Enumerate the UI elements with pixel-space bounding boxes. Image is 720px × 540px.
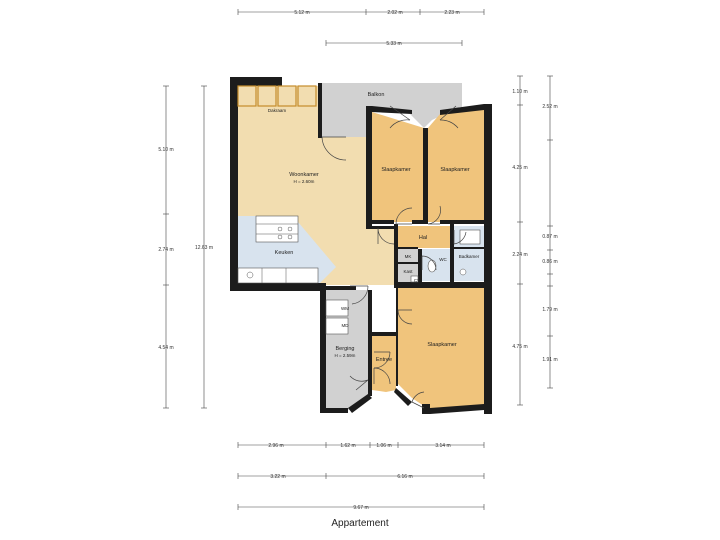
label-wm: WM <box>341 306 349 311</box>
label-woonkamer-height: H = 2.60m <box>294 179 315 184</box>
door-bathroom <box>453 230 467 245</box>
label-mk: MK <box>405 254 412 259</box>
label-berging-height: H = 2.59m <box>335 353 356 358</box>
label-cv: CV <box>414 278 420 283</box>
entrance-fill <box>372 336 396 392</box>
shower-drain-icon <box>459 268 467 276</box>
dim-bottom-total: 9.67 m <box>353 505 368 511</box>
dim-right-4: 4.75 m <box>512 344 527 350</box>
walls <box>230 77 492 414</box>
label-entree: Entree <box>376 357 392 363</box>
dryer <box>325 317 349 335</box>
dim-right-3: 2.24 m <box>512 252 527 258</box>
dim-right2-1: 2.52 m <box>542 104 557 110</box>
door-storage <box>349 375 369 391</box>
dim-right-1: 1.10 m <box>512 89 527 95</box>
door-balcony <box>321 136 347 161</box>
label-slaapkamer-3: Slaapkamer <box>427 342 457 348</box>
dim-top-1: 5.12 m <box>294 10 309 16</box>
mk-fill <box>398 249 418 263</box>
label-dakraam: Dakraam <box>268 108 287 113</box>
door-hal <box>377 227 395 245</box>
dakraam-windows <box>237 85 317 107</box>
dim-bottom-4: 3.14 m <box>435 443 450 449</box>
label-badkamer: Badkamer <box>459 254 480 259</box>
bedroom-1-fill <box>372 112 424 222</box>
toilet-icon <box>427 259 437 273</box>
stove-burner-icon <box>277 234 283 240</box>
label-md: MD <box>342 323 350 328</box>
door-wc <box>421 255 437 271</box>
kitchen-island <box>255 215 299 243</box>
cv-boiler <box>410 275 419 283</box>
dim-left-total: 12.63 m <box>195 245 213 251</box>
label-hal: Hal <box>419 235 427 241</box>
dim-bottom2-1: 3.22 m <box>270 474 285 480</box>
label-wc: WC <box>439 257 447 262</box>
dim-bottom-1: 2.96 m <box>268 443 283 449</box>
page-title: Appartement <box>331 518 389 529</box>
room-labels: Balkon Dakraam Woonkamer H = 2.60m Keuke… <box>268 92 480 363</box>
kitchen-counter <box>237 267 319 284</box>
sink-icon <box>246 271 254 279</box>
bath-sink <box>459 229 481 245</box>
bedroom-2-fill <box>428 107 484 222</box>
dim-left-3: 4.54 m <box>158 345 173 351</box>
dim-top-balcony: 5.33 m <box>386 41 401 47</box>
label-berging: Berging <box>336 346 355 352</box>
door-bedroom1 <box>395 207 413 225</box>
door-bedroom1-balcony <box>389 105 411 129</box>
dimension-lines: 5.12 m 2.02 m 2.23 m 5.33 m 5.10 m 2.74 … <box>158 9 558 511</box>
stove-burner-icon <box>277 226 283 232</box>
dim-left-2: 2.74 m <box>158 247 173 253</box>
washing-machine <box>325 299 349 317</box>
door-bedroom2 <box>427 205 441 225</box>
room-fills <box>238 83 484 410</box>
dim-right2-4: 1.79 m <box>542 307 557 313</box>
label-slaapkamer-1: Slaapkamer <box>381 167 411 173</box>
label-slaapkamer-2: Slaapkamer <box>440 167 470 173</box>
door-bedroom2-balcony <box>439 105 459 129</box>
door-bedroom3-corner <box>411 391 425 409</box>
hall-fill <box>398 226 452 248</box>
dim-bottom-3: 1.06 m <box>376 443 391 449</box>
label-kast: Kast <box>403 269 413 274</box>
doors <box>321 105 467 409</box>
dim-top-2: 2.02 m <box>387 10 402 16</box>
fixtures <box>237 85 481 335</box>
dim-left-1: 5.10 m <box>158 147 173 153</box>
bedroom-3-fill <box>398 288 484 410</box>
label-keuken: Keuken <box>275 250 294 256</box>
dim-right2-2: 0.87 m <box>542 234 557 240</box>
stove-burner-icon <box>287 234 293 240</box>
label-woonkamer: Woonkamer <box>289 172 319 178</box>
dim-right-2: 4.25 m <box>512 165 527 171</box>
dim-bottom-2: 1.62 m <box>340 443 355 449</box>
stove-burner-icon <box>287 226 293 232</box>
door-bedroom3 <box>397 309 413 325</box>
door-entree-front <box>373 367 391 385</box>
dim-top-3: 2.23 m <box>444 10 459 16</box>
dim-right2-5: 1.91 m <box>542 357 557 363</box>
door-living-entry <box>350 285 369 305</box>
dim-right2-3: 0.86 m <box>542 259 557 265</box>
label-balkon: Balkon <box>368 92 385 98</box>
dim-bottom2-2: 6.16 m <box>397 474 412 480</box>
